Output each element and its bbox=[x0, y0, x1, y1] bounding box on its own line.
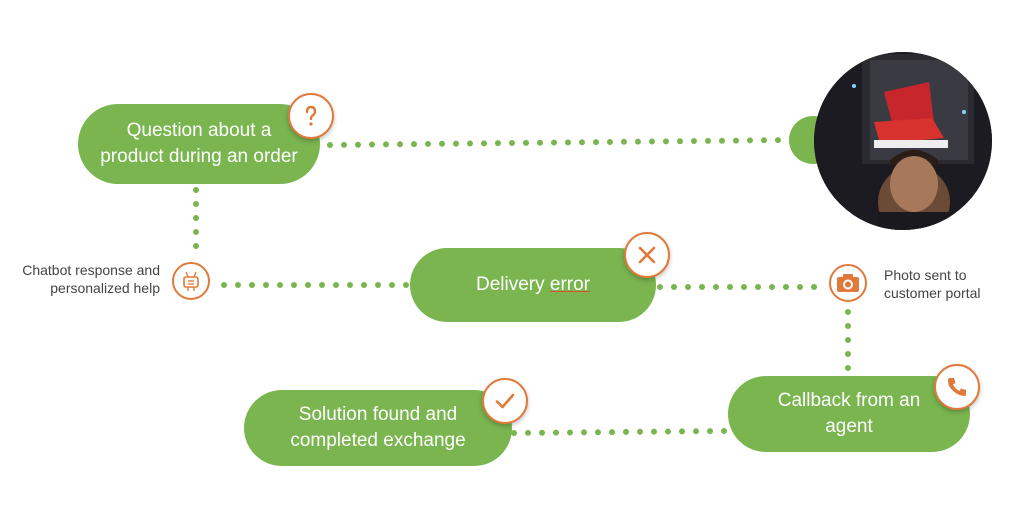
connector-question-to-dot bbox=[327, 137, 793, 148]
photo-label-text: Photo sent to customer portal bbox=[884, 267, 981, 301]
node-delivery-error: Delivery error bbox=[410, 248, 656, 322]
node-question-label: Question about a product during an order bbox=[100, 120, 298, 167]
node-solution-label: Solution found and completed exchange bbox=[290, 404, 466, 451]
photo-label: Photo sent to customer portal bbox=[884, 266, 1014, 302]
node-solution: Solution found and completed exchange bbox=[244, 390, 512, 466]
robot-icon bbox=[172, 262, 210, 300]
node-delivery-error-label: Delivery error bbox=[475, 274, 591, 295]
connector-callback-to-solution bbox=[511, 428, 727, 436]
chatbot-label-text: Chatbot response and personalized help bbox=[22, 262, 160, 296]
question-icon bbox=[288, 93, 334, 139]
chatbot-label: Chatbot response and personalized help bbox=[18, 261, 160, 297]
check-icon bbox=[482, 378, 528, 424]
close-icon bbox=[624, 232, 670, 278]
node-question: Question about a product during an order bbox=[78, 104, 320, 184]
node-callback-label: Callback from an agent bbox=[777, 390, 921, 437]
customer-photo bbox=[814, 52, 992, 230]
node-callback: Callback from an agent bbox=[728, 376, 970, 452]
phone-icon bbox=[934, 364, 980, 410]
camera-icon bbox=[829, 264, 867, 302]
